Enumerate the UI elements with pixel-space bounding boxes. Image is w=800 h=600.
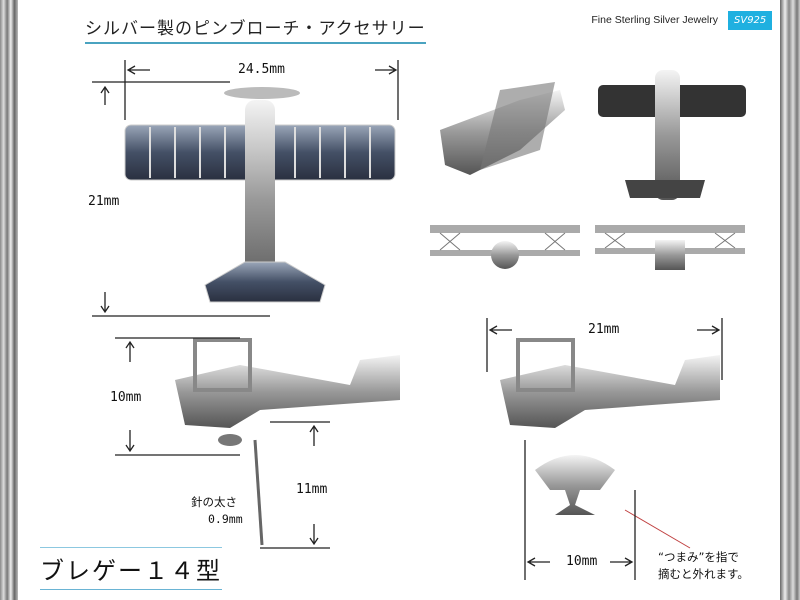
model-name: ブレゲー１４型	[40, 547, 222, 590]
pin-thickness-label: 針の太さ	[191, 495, 237, 509]
plane-front-view	[430, 225, 580, 269]
pin-length-label: 11mm	[296, 482, 328, 497]
clutch-note: “つまみ”を指で 摘むと外れます。	[658, 549, 749, 583]
plane-angle-view	[440, 82, 565, 175]
width-side-label: 21mm	[588, 322, 620, 337]
width-top-label: 24.5mm	[238, 62, 285, 77]
plane-top-view	[124, 87, 396, 303]
pin-thickness-note: 針の太さ 0.9mm	[191, 494, 243, 528]
clutch-width-label: 10mm	[566, 554, 598, 569]
brand-text: Fine Sterling Silver Jewelry	[591, 14, 718, 26]
sv925-badge: SV925	[728, 11, 773, 30]
height-top-label: 21mm	[88, 194, 120, 209]
page-title: シルバー製のピンブローチ・アクセサリー	[85, 14, 426, 44]
plane-side-view-clutch	[500, 338, 720, 549]
pin-thickness-value: 0.9mm	[208, 512, 243, 526]
left-border	[0, 0, 18, 600]
plane-bottom-view	[598, 70, 746, 200]
dimension-lines	[92, 60, 723, 580]
plane-side-view-pin	[175, 338, 400, 546]
height-side-label: 10mm	[110, 390, 142, 405]
clutch-note-line1: “つまみ”を指で	[658, 550, 739, 564]
right-border	[780, 0, 800, 600]
plane-rear-view	[595, 225, 745, 270]
clutch-note-line2: 摘むと外れます。	[658, 567, 749, 581]
